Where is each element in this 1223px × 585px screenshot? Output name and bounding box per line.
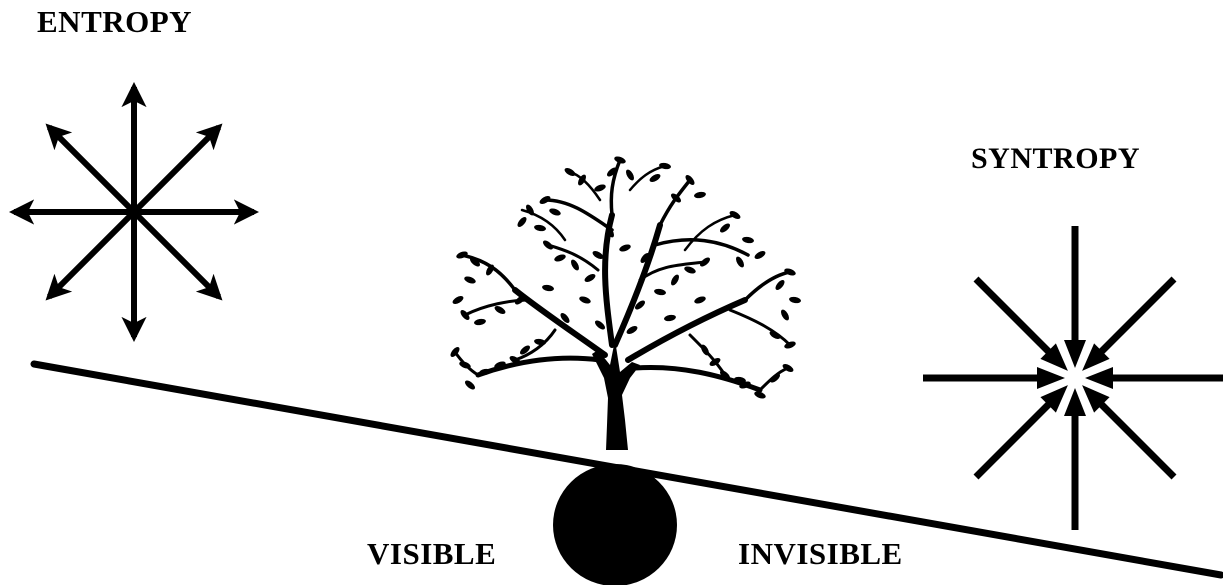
leaf [459,308,471,321]
leaf [694,191,707,199]
syntropy-arrowhead [1064,340,1086,368]
tree-icon [449,155,802,450]
leaf [624,168,635,181]
leaf [753,249,766,260]
leaf [593,319,606,331]
leaf [789,296,802,304]
leaf [455,250,468,260]
leaf [463,379,476,391]
leaf [553,253,566,263]
leaf [618,243,631,253]
syntropy-arrowhead [1037,367,1065,389]
leaf [683,265,696,275]
diverging-arrows-icon [14,87,254,337]
syntropy-arrow [1099,402,1174,477]
leaf [669,273,680,286]
leaf [563,166,576,177]
syntropy-arrow [976,279,1051,354]
leaf [734,255,745,268]
leaf [659,162,672,170]
syntropy-arrowhead [1085,367,1113,389]
leaf [648,172,661,183]
leaf [693,295,706,305]
leaf [493,304,506,315]
leaf [578,295,591,305]
fulcrum-ball-icon [553,464,677,585]
leaf [569,258,580,271]
syntropy-arrow [976,402,1051,477]
leaf [774,278,786,291]
leaf [451,294,464,305]
leaf [534,224,547,232]
leaf [625,324,638,335]
leaf [542,284,555,292]
leaf [534,338,547,346]
entropy-arrow [134,212,219,297]
leaf [474,318,487,326]
leaf [463,275,476,285]
leaf [783,267,796,277]
leaf [742,236,755,244]
leaf [548,207,561,217]
leaf [583,272,596,283]
entropy-arrow [49,127,134,212]
converging-arrows-icon [923,226,1223,530]
entropy-arrow [49,212,134,297]
leaf [779,308,790,321]
entropy-arrow [134,127,219,212]
leaf [516,215,528,228]
leaf [654,288,667,296]
syntropy-arrow [1099,279,1174,354]
syntropy-arrowhead [1064,388,1086,416]
leaf [664,314,677,322]
leaf [718,222,731,234]
